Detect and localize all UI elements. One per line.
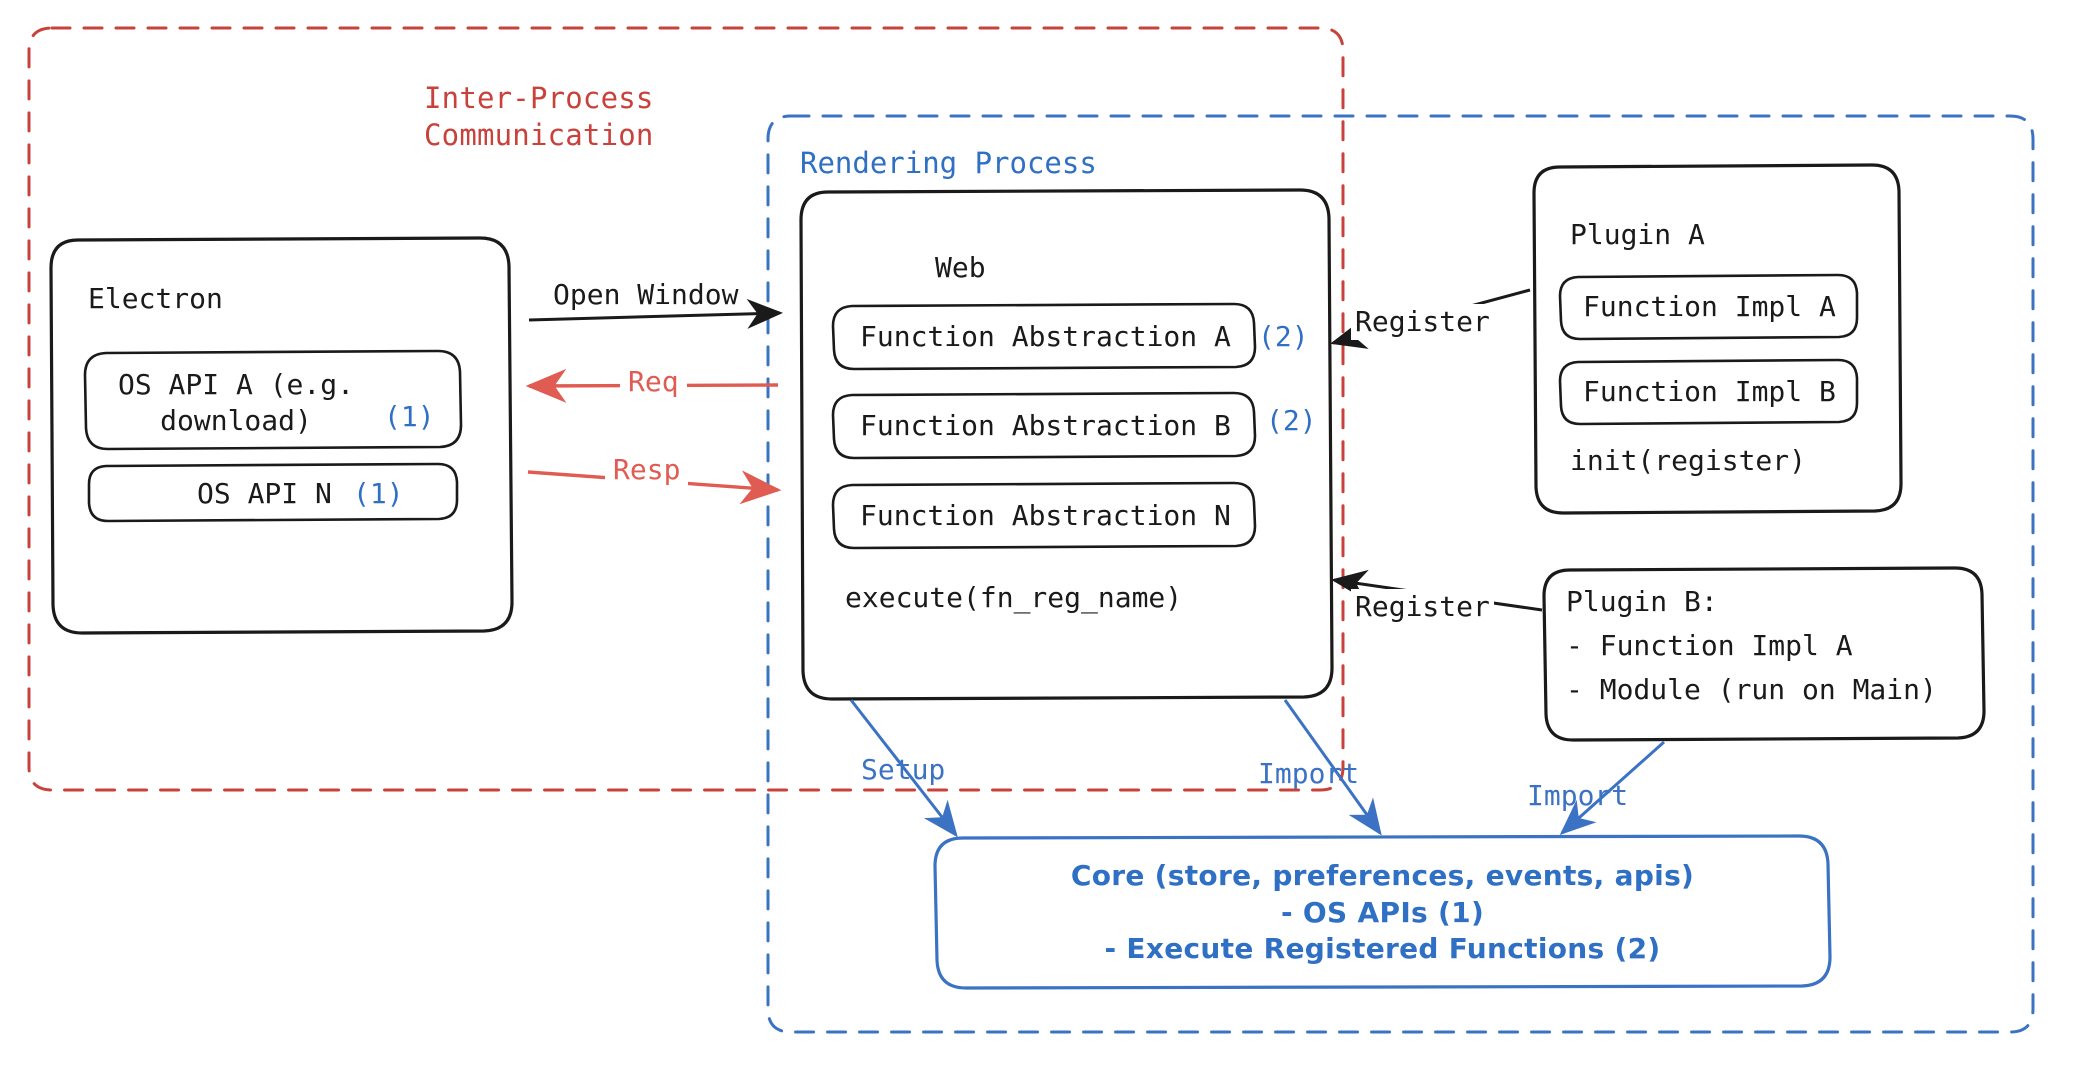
function-impl-b-box[interactable]: Function Impl B bbox=[1560, 362, 1857, 424]
web-title: Web bbox=[935, 251, 986, 284]
os-api-a-label: OS API A (e.g. download) bbox=[117, 368, 354, 437]
os-api-n-label: OS API N bbox=[197, 477, 332, 510]
function-abstraction-n-label: Function Abstraction N bbox=[860, 499, 1231, 532]
rendering-group-title: Rendering Process bbox=[800, 146, 1097, 180]
function-abstraction-a-tag: (2) bbox=[1258, 320, 1309, 353]
core-line-0: Core (store, preferences, events, apis) bbox=[1070, 858, 1695, 892]
ipc-group-title: Inter-Process Communication bbox=[424, 81, 654, 153]
os-api-n-box[interactable]: OS API N (1) bbox=[89, 466, 457, 521]
setup-label: Setup bbox=[861, 753, 946, 786]
function-impl-b-label: Function Impl B bbox=[1583, 375, 1836, 408]
plugin-b-title: Plugin B: bbox=[1566, 585, 1718, 618]
resp-label: Resp bbox=[605, 452, 689, 488]
plugin-a-init-label: init(register) bbox=[1570, 444, 1807, 477]
open-window-label: Open Window bbox=[553, 278, 739, 311]
core-line-1: - OS APIs (1) bbox=[1280, 895, 1485, 929]
os-api-n-tag: (1) bbox=[353, 477, 404, 510]
electron-title: Electron bbox=[88, 282, 223, 315]
os-api-a-box[interactable]: OS API A (e.g. download) (1) bbox=[86, 353, 462, 449]
function-impl-a-box[interactable]: Function Impl A bbox=[1560, 277, 1857, 339]
plugin-b-item-1: - Module (run on Main) bbox=[1566, 673, 1937, 706]
plugin-a-title: Plugin A bbox=[1570, 218, 1705, 251]
web-execute-label: execute(fn_reg_name) bbox=[845, 581, 1183, 614]
plugin-b-box[interactable]: Plugin B: - Function Impl A - Module (ru… bbox=[1544, 570, 1984, 740]
function-abstraction-b-box[interactable]: Function Abstraction B bbox=[833, 395, 1255, 458]
function-abstraction-b-tag: (2) bbox=[1266, 404, 1317, 437]
register-plugin-a-label: Register bbox=[1351, 304, 1494, 340]
import-web-label: Import bbox=[1258, 757, 1360, 790]
function-abstraction-a-label: Function Abstraction A bbox=[860, 320, 1231, 353]
core-line-2: - Execute Registered Functions (2) bbox=[1104, 932, 1661, 966]
req-label: Req bbox=[620, 364, 687, 400]
register-plugin-b-label: Register bbox=[1351, 589, 1494, 625]
plugin-b-item-0: - Function Impl A bbox=[1566, 629, 1853, 662]
function-abstraction-a-box[interactable]: Function Abstraction A bbox=[833, 306, 1255, 369]
function-impl-a-label: Function Impl A bbox=[1583, 290, 1836, 323]
os-api-a-tag: (1) bbox=[384, 400, 435, 433]
core-box[interactable]: Core (store, preferences, events, apis) … bbox=[935, 838, 1830, 988]
open-window-arrow bbox=[528, 298, 783, 329]
function-abstraction-b-label: Function Abstraction B bbox=[860, 409, 1231, 442]
function-abstraction-n-box[interactable]: Function Abstraction N bbox=[833, 485, 1255, 548]
import-plugin-label: Import bbox=[1527, 779, 1629, 812]
